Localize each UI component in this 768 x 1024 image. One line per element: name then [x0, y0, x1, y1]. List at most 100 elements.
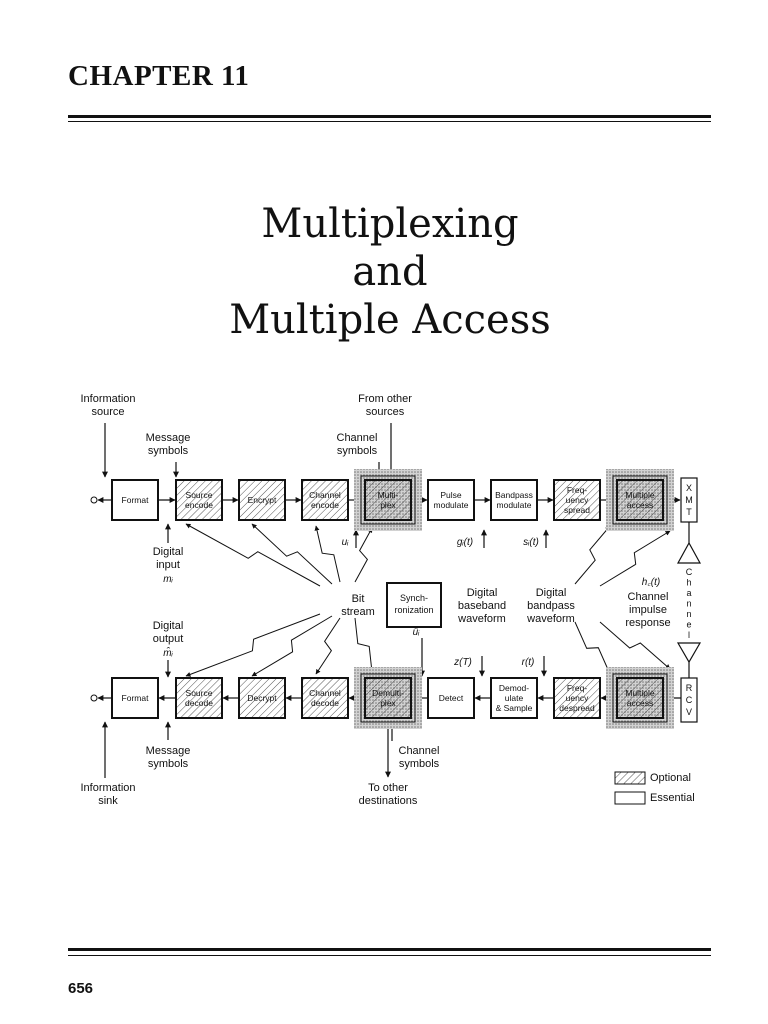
channel-impulse-label-line-1: Channel: [628, 591, 669, 603]
digital-bandpass-label-line-3: waveform: [526, 613, 575, 625]
chapter-title-line-2: and: [352, 249, 428, 295]
chapter-title-line-1: Multiplexing: [261, 201, 519, 247]
rx-demodulate-block-label-line-3: & Sample: [496, 703, 533, 713]
footer-rule-thin: [68, 955, 711, 956]
rx-demultiplex-block-label-line-1: Demulti-: [372, 688, 404, 698]
rx-demodulate-block-label-line-1: Demod-: [499, 683, 529, 693]
rx-output-terminal: [90, 694, 98, 702]
tx-multiple-access-block-label-line-1: Multiple: [625, 490, 655, 500]
tx-pulse-modulate-block: [427, 479, 475, 521]
legend-essential-swatch: [614, 791, 646, 805]
tx-multiplex-block: [364, 479, 412, 521]
tx-multiple-access-block: [616, 479, 664, 521]
rx-demodulate-block: [490, 677, 538, 719]
bit-stream-bolt-up-3: [314, 525, 341, 583]
rx-frequency-despread-block-label-line-2: uency: [566, 693, 589, 703]
channel-impulse-label-line-3: response: [625, 617, 670, 629]
header-rule-thick: [68, 115, 711, 118]
rx-channel-decode-block-label-line-1: Channel: [309, 688, 341, 698]
xmt-box: [680, 477, 698, 523]
signal-gi-label: gᵢ(t): [457, 537, 473, 548]
rx-message-symbols-label-line-2: symbols: [148, 758, 189, 770]
digital-output-label-line-2: output: [153, 633, 184, 645]
digital-baseband-label-line-1: Digital: [467, 587, 498, 599]
rx-multiple-access-block-label-line-2: access: [627, 698, 653, 708]
signal-zT-label: z(T): [453, 657, 472, 668]
xmt-letter-1: X: [686, 483, 692, 493]
bit-stream-bolt-down-2: [251, 615, 333, 677]
rcv-box: [680, 677, 698, 723]
tx-input-terminal: [90, 496, 98, 504]
digital-baseband-label-line-2: baseband: [458, 600, 506, 612]
chapter-title: Multiplexing and Multiple Access: [0, 200, 768, 344]
legend-essential-label: Essential: [650, 792, 695, 804]
from-other-sources-label-line-2: sources: [366, 406, 405, 418]
tx-source-encode-block-label-line-2: encode: [185, 500, 213, 510]
tx-message-symbols-label-line-1: Message: [146, 432, 191, 444]
rx-format-block-label-line-1: Format: [122, 693, 150, 703]
bit-stream-label-line-1: Bit: [352, 593, 365, 605]
header-rule-thin: [68, 121, 711, 122]
tx-frequency-spread-block: [553, 479, 601, 521]
rx-demultiplex-block: [364, 677, 412, 719]
rx-frequency-despread-block-label-line-3: despread: [559, 703, 595, 713]
chapter-title-line-3: Multiple Access: [229, 297, 551, 343]
info-sink-label-line-2: sink: [98, 795, 118, 807]
rx-demodulate-block-label-line-2: ulate: [505, 693, 524, 703]
channel-letter-7: l: [688, 630, 690, 640]
bit-stream-bolt-up-6: [599, 530, 671, 587]
tx-channel-encode-block-label-line-2: encode: [311, 500, 339, 510]
info-source-label-line-1: Information: [80, 393, 135, 405]
digital-bandpass-label-line-1: Digital: [536, 587, 567, 599]
rx-message-symbols-label-line-1: Message: [146, 745, 191, 757]
rx-demultiplex-block-label-line-2: plex: [380, 698, 396, 708]
xmt-antenna-icon: [676, 541, 702, 564]
info-source-label-line-2: source: [91, 406, 124, 418]
channel-letter-3: a: [686, 588, 691, 598]
digital-input-label-line-2: input: [156, 559, 180, 571]
legend-optional-swatch: [614, 771, 646, 785]
bit-stream-bolt-down-4: [354, 617, 374, 673]
channel-letter-5: n: [686, 609, 691, 619]
digital-baseband-label-line-3: waveform: [457, 613, 506, 625]
bit-stream-label-line-2: stream: [341, 606, 375, 618]
rx-demultiplex-block-outer-border: [360, 673, 416, 723]
info-sink-label-line-1: Information: [80, 782, 135, 794]
rx-format-block: [111, 677, 159, 719]
tx-channel-symbols-label-line-2: symbols: [337, 445, 378, 457]
digital-input-label-line-1: Digital: [153, 546, 184, 558]
rx-frequency-despread-block-label-line-1: Freq-: [567, 683, 587, 693]
legend-optional-label: Optional: [650, 772, 691, 784]
rx-channel-decode-block: [301, 677, 349, 719]
channel-letter-2: h: [686, 578, 691, 588]
tx-channel-encode-block: [301, 479, 349, 521]
bit-stream-bolt-down-5: [574, 621, 611, 675]
synchronization-block: [386, 582, 442, 628]
bit-stream-bolt-up-2: [251, 523, 333, 585]
digital-output-label-line-1: Digital: [153, 620, 184, 632]
from-other-sources-label-line-1: From other: [358, 393, 412, 405]
signal-ui-label: uᵢ: [342, 537, 350, 548]
tx-multiple-access-block-label-line-2: access: [627, 500, 653, 510]
tx-message-symbols-label-line-2: symbols: [148, 445, 189, 457]
tx-pulse-modulate-block-label-line-1: Pulse: [440, 490, 462, 500]
rx-detect-block-label-line-1: Detect: [439, 693, 464, 703]
tx-multiplex-block-label-line-1: Multi-: [378, 490, 399, 500]
rcv-letter-1: R: [686, 683, 693, 693]
rcv-antenna-icon: [676, 642, 702, 664]
tx-multiple-access-block-outer-border: [612, 475, 668, 525]
rcv-letter-2: C: [686, 695, 693, 705]
bit-stream-bolt-down-1: [185, 613, 321, 677]
chapter-heading: CHAPTER 11: [68, 60, 250, 92]
xmt-letter-3: T: [686, 507, 692, 517]
rx-channel-symbols-label-line-1: Channel: [399, 745, 440, 757]
rx-source-decode-block: [175, 677, 223, 719]
signal-si-label: sᵢ(t): [523, 537, 539, 548]
tx-bandpass-modulate-block: [490, 479, 538, 521]
signal-hc-label: h꜀(t): [642, 577, 660, 588]
signal-rt-label: r(t): [522, 657, 535, 668]
footer-rule-thick: [68, 948, 711, 951]
tx-encrypt-block-label-line-1: Encrypt: [248, 495, 277, 505]
to-other-destinations-label-line-1: To other: [368, 782, 408, 794]
